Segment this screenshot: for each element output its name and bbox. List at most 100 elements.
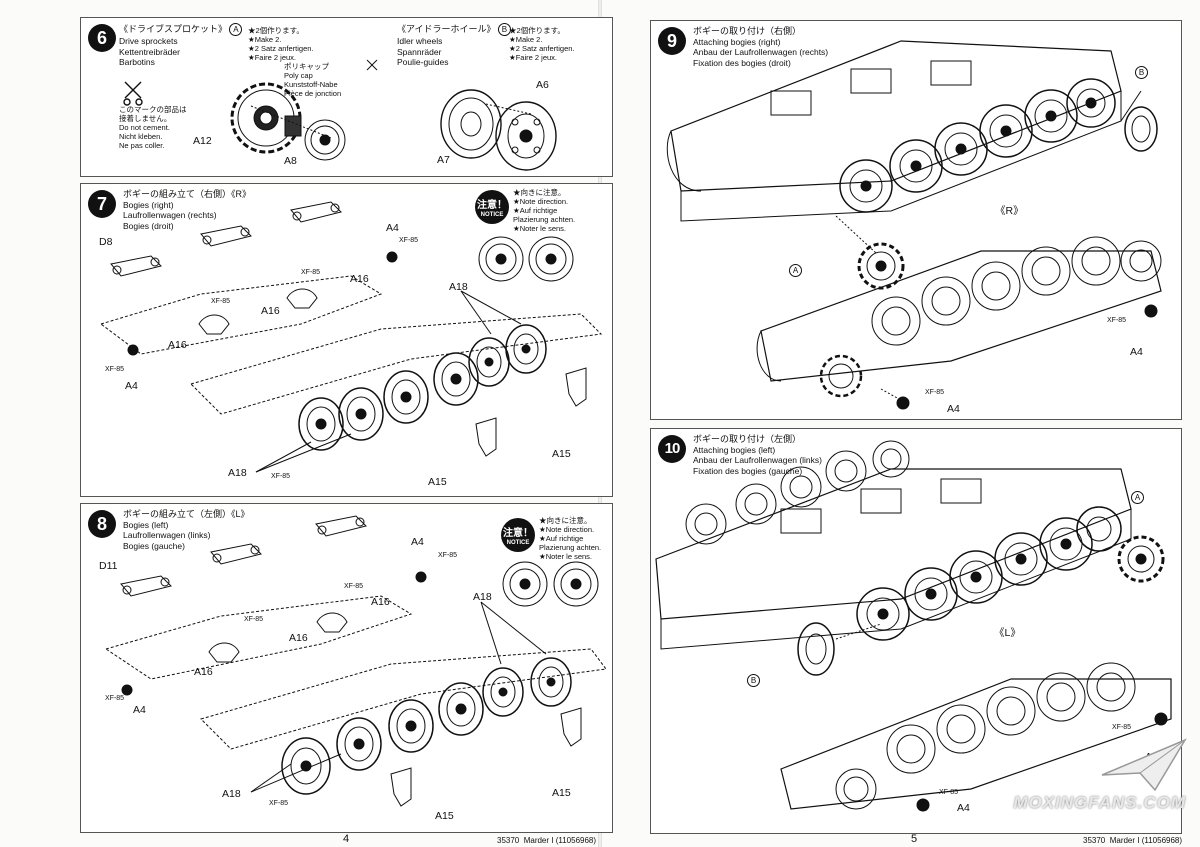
paint-xf85: XF-85	[301, 269, 321, 276]
idler-wheel-icon	[1124, 106, 1158, 152]
marker-a: A	[1131, 491, 1144, 504]
road-wheel-icon	[505, 324, 547, 374]
paint-xf85: XF-85	[269, 800, 289, 807]
road-wheel-icon	[433, 352, 479, 406]
paint-xf85: XF-85	[244, 616, 264, 623]
road-wheel-icon	[1021, 246, 1071, 296]
part-a4: A4	[133, 704, 146, 716]
sprocket-icon	[819, 354, 863, 398]
part-a16: A16	[350, 273, 369, 285]
road-wheel-icon	[986, 686, 1036, 736]
paint-xf85: XF-85	[271, 473, 291, 480]
paint-xf85: XF-85	[344, 583, 364, 590]
part-a16: A16	[261, 305, 280, 317]
no-cement-icon	[123, 81, 143, 106]
part-d11: D11	[99, 560, 118, 572]
road-wheel-icon	[1120, 240, 1162, 282]
bracket-icon	[198, 314, 230, 335]
step-number: 10	[658, 435, 686, 463]
step-9-drawing	[666, 40, 1162, 410]
part-a4: A4	[411, 536, 424, 548]
road-wheel-icon	[994, 532, 1048, 586]
bogie-arm-icon	[200, 225, 252, 247]
part-a4: A4	[947, 403, 960, 415]
hub-icon	[304, 119, 346, 161]
part-a16: A16	[371, 596, 390, 608]
part-a8: A8	[284, 155, 297, 167]
marker-b: B	[747, 674, 760, 687]
step-8-drawing	[104, 515, 607, 807]
bogie-arm-icon	[110, 255, 162, 277]
step-10-panel: 10 ボギーの取り付け（左側） Attaching bogies (left) …	[650, 428, 1182, 834]
paper-plane-logo-icon	[1101, 738, 1187, 792]
road-wheel-icon	[336, 717, 382, 771]
road-wheel-icon	[921, 276, 971, 326]
part-a18: A18	[228, 467, 247, 479]
step-number: 8	[88, 510, 116, 538]
part-a16: A16	[289, 632, 308, 644]
idler-title: 《アイドラーホイール》 B Idler wheels Spannräder Po…	[397, 23, 511, 68]
part-a4: A4	[1130, 346, 1143, 358]
road-wheel-icon	[872, 440, 910, 478]
road-wheel-icon	[886, 724, 936, 774]
paint-xf85: XF-85	[399, 237, 419, 244]
bracket-icon	[208, 642, 240, 663]
road-wheel-icon	[1076, 506, 1122, 552]
bogie-arm-icon	[290, 201, 342, 223]
road-wheel-icon	[856, 587, 910, 641]
step-6-panel: 6 《ドライブスプロケット》 A Drive sprockets Kettent…	[80, 17, 613, 177]
part-a6: A6	[536, 79, 549, 91]
step-7-panel: 7 ボギーの組み立て（右側）《R》 Bogies (right) Laufrol…	[80, 183, 613, 497]
step-7-drawing	[99, 201, 603, 473]
part-a18: A18	[473, 591, 492, 603]
paint-xf85: XF-85	[1112, 724, 1132, 731]
road-wheel-icon	[1039, 517, 1093, 571]
road-wheel-icon	[1086, 662, 1136, 712]
bracket-icon	[286, 288, 318, 309]
page-number-left: 4	[343, 833, 350, 845]
road-wheel-icon	[468, 337, 510, 387]
reference-wheel-icon	[528, 236, 574, 282]
part-a15: A15	[552, 787, 571, 799]
step-8-panel: 8 ボギーの組み立て（左側）《L》 Bogies (left) Laufroll…	[80, 503, 613, 833]
paint-xf85: XF-85	[1107, 317, 1127, 324]
part-d8: D8	[99, 236, 113, 248]
notice-badge: 注意！NOTICE	[475, 190, 509, 224]
idler-make-note: ★2個作ります。★Make 2.★2 Satz anfertigen.★Fair…	[509, 26, 575, 62]
part-a4: A4	[386, 222, 399, 234]
polycap-scissor-icon	[366, 59, 378, 71]
part-a18: A18	[449, 281, 468, 293]
road-wheel-icon	[1071, 236, 1121, 286]
idler-wheel-icon	[797, 622, 835, 676]
step-6-drawing	[123, 59, 557, 171]
step-9-title: ボギーの取り付け（右側） Attaching bogies (right) An…	[693, 26, 829, 68]
bracket-icon	[316, 612, 348, 633]
step-number: 9	[658, 27, 686, 55]
step-8-title: ボギーの組み立て（左側）《L》 Bogies (left) Laufrollen…	[123, 509, 250, 551]
bogie-arm-icon	[120, 575, 172, 597]
reference-wheel-icon	[478, 236, 524, 282]
idler-wheel-icon	[440, 89, 502, 159]
road-wheel-icon	[871, 296, 921, 346]
part-a12: A12	[193, 135, 212, 147]
marker-b: B	[1135, 66, 1148, 79]
road-wheel-icon	[825, 450, 867, 492]
sprocket-make-note: ★2個作ります。★Make 2.★2 Satz anfertigen.★Fair…	[248, 26, 314, 62]
part-a4: A4	[125, 380, 138, 392]
hull-icon	[756, 250, 1162, 382]
road-wheel-icon	[482, 667, 524, 717]
road-wheel-icon	[1036, 672, 1086, 722]
side-label: 《L》	[994, 627, 1021, 639]
page-number-right: 5	[911, 833, 918, 845]
step-10-drawing	[655, 440, 1172, 812]
road-wheel-icon	[934, 122, 988, 176]
paint-xf85: XF-85	[105, 366, 125, 373]
notice-badge: 注意！NOTICE	[501, 518, 535, 552]
part-a7: A7	[437, 154, 450, 166]
hull-icon	[780, 678, 1172, 810]
footer-left: 35370 Marder I (11056968)	[497, 836, 597, 845]
road-wheel-icon	[530, 657, 572, 707]
polycap-icon	[284, 115, 302, 137]
